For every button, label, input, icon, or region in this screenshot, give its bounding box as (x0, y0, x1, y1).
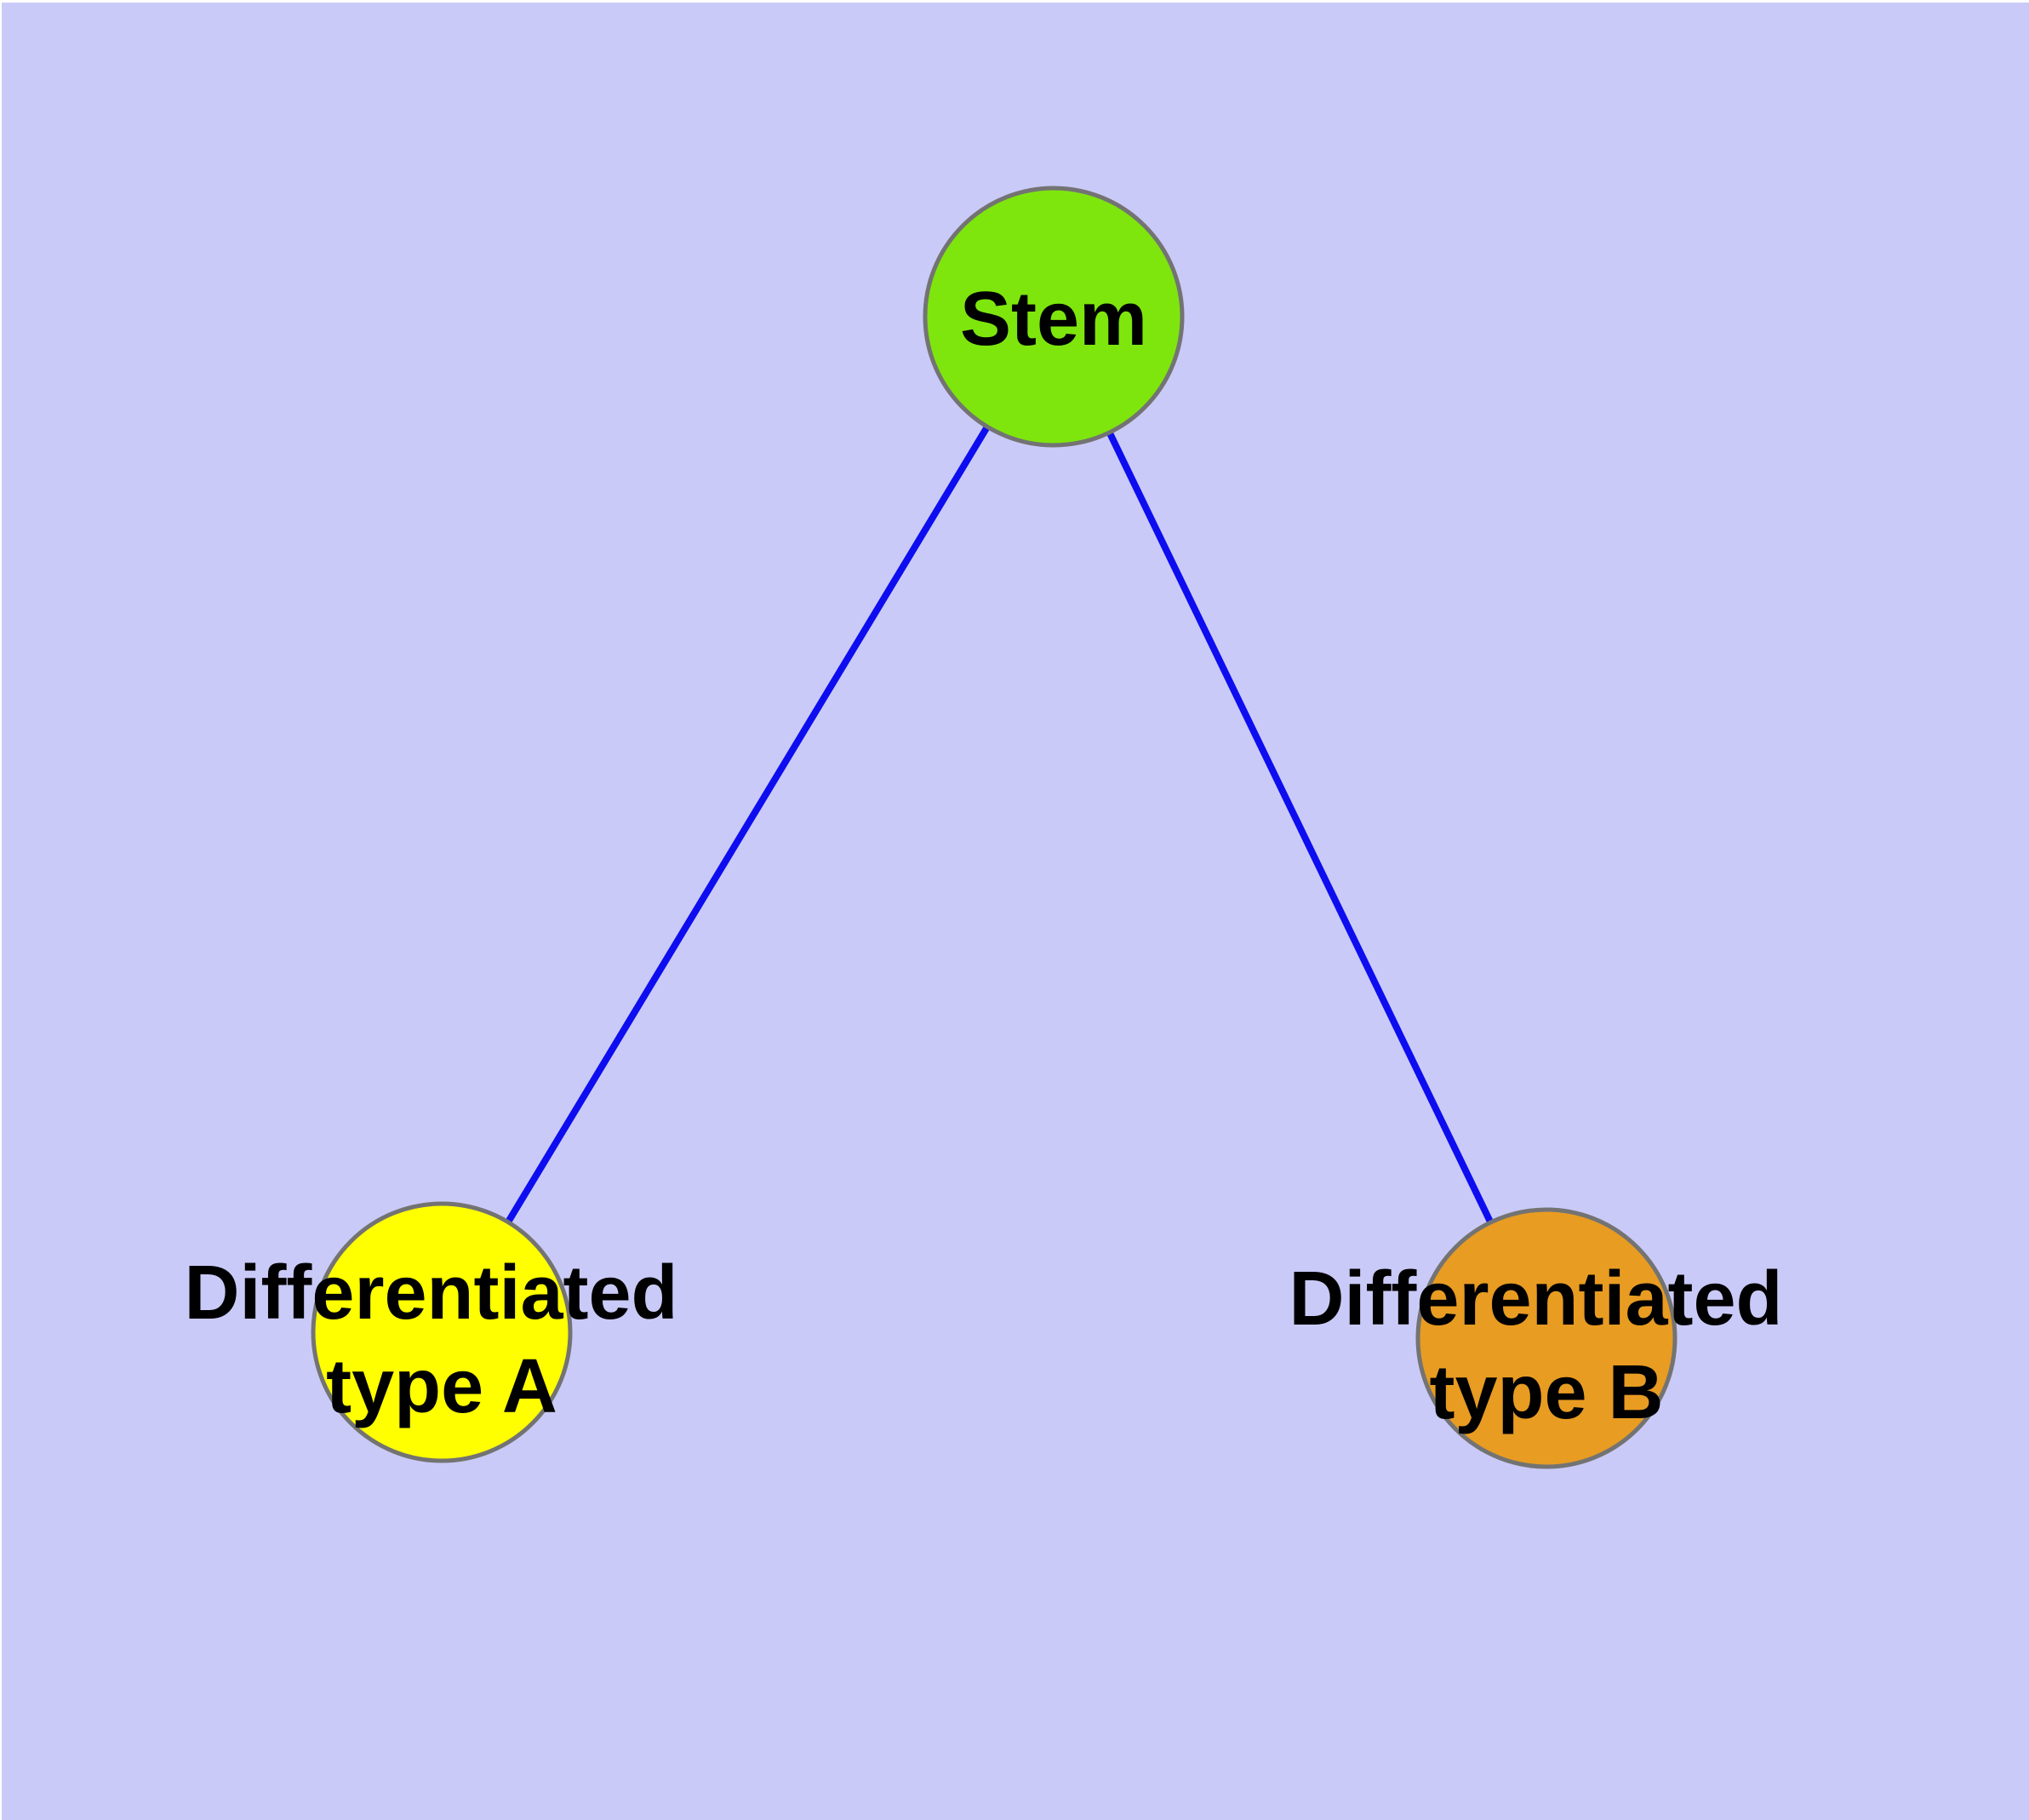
stem-node-circle[interactable] (923, 186, 1185, 448)
type-b-node[interactable]: Differentiated type B (1289, 1207, 1803, 1469)
canvas-left-highlight (0, 0, 2, 1820)
edge-stem-to-type-b (1050, 315, 1550, 1340)
type-b-node-label: Differentiated type B (1289, 1256, 1803, 1435)
type-b-label-line2: type B (1429, 1350, 1663, 1435)
type-a-node[interactable]: Differentiated type A (184, 1201, 699, 1463)
type-a-node-circle[interactable] (311, 1201, 573, 1463)
type-a-node-label: Differentiated type A (184, 1251, 699, 1429)
type-b-node-circle[interactable] (1415, 1207, 1677, 1469)
stem-node[interactable]: Stem (923, 186, 1185, 448)
stem-node-label: Stem (960, 277, 1147, 362)
canvas-top-highlight (0, 0, 2029, 3)
type-b-label-line1: Differentiated (1289, 1256, 1782, 1342)
edge-stem-to-type-a (438, 314, 1057, 1335)
type-a-label-line1: Differentiated (184, 1251, 677, 1336)
type-a-label-line2: type A (326, 1344, 557, 1429)
